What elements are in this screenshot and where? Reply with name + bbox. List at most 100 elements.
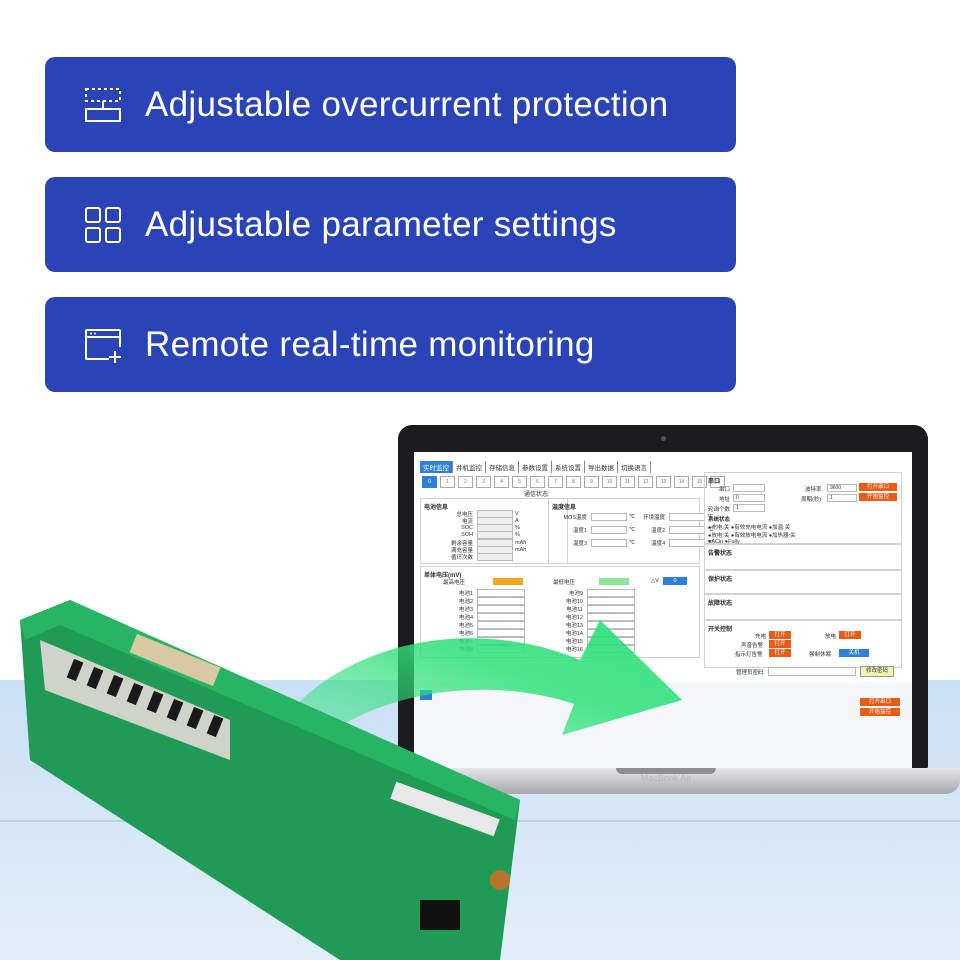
- count-select[interactable]: 1: [733, 504, 765, 512]
- channel-button[interactable]: 1: [440, 476, 455, 488]
- row-label: 剩余容量: [450, 540, 473, 547]
- cell-value: [587, 620, 635, 629]
- password-label: 管理员密码: [736, 670, 764, 676]
- channel-button[interactable]: 6: [530, 476, 545, 488]
- sound-open-button[interactable]: 打开: [769, 640, 791, 648]
- addr-label: 地址: [719, 497, 731, 503]
- shutdown-button[interactable]: 关机: [839, 649, 869, 657]
- password-input[interactable]: [768, 667, 856, 676]
- channel-button[interactable]: 7: [548, 476, 563, 488]
- cell-value: [587, 588, 635, 597]
- cell-value: [477, 604, 525, 613]
- row-label: 环境温度: [643, 514, 666, 521]
- max-voltage-value: [493, 578, 523, 585]
- channel-button[interactable]: 2: [458, 476, 473, 488]
- system-status-line: ●充电:关 ●有效充电电流 ●加温:关: [708, 525, 791, 531]
- discharge-label: 放电: [825, 634, 837, 640]
- panel-title: 电池信息: [424, 505, 449, 511]
- channel-button[interactable]: 3: [476, 476, 491, 488]
- channel-button[interactable]: 11: [620, 476, 635, 488]
- channel-button[interactable]: 13: [656, 476, 671, 488]
- tab-realtime[interactable]: 实时监控: [420, 461, 453, 473]
- cell-value: [587, 612, 635, 621]
- cell-label: 电池14: [565, 630, 583, 637]
- reflection-channel: [420, 690, 432, 700]
- channel-button[interactable]: 8: [566, 476, 581, 488]
- tab-export[interactable]: 导出数据: [585, 461, 618, 473]
- baud-label: 波特率: [805, 487, 822, 493]
- feature-banner-overcurrent: Adjustable overcurrent protection: [45, 57, 736, 152]
- window-plus-icon: [85, 328, 121, 363]
- light-open-button[interactable]: 打开: [769, 649, 791, 657]
- row-unit: V: [515, 510, 519, 517]
- channel-button[interactable]: 12: [638, 476, 653, 488]
- channel-button[interactable]: 4: [494, 476, 509, 488]
- system-status-line: ●ACin ●Fully: [708, 539, 740, 545]
- software-tabs: 实时监控 并机监控 存储信息 参数设置 系统设置 导出数据 切换语言: [420, 461, 651, 473]
- open-serial-button[interactable]: 打开串口: [859, 483, 897, 491]
- discharge-open-button[interactable]: 打开: [839, 631, 861, 639]
- channel-button[interactable]: 15: [692, 476, 707, 488]
- delta-voltage-label: △V: [651, 578, 659, 584]
- row-unit: ℃: [707, 539, 714, 546]
- laptop-brand: MacBook Air: [640, 773, 692, 783]
- charge-open-button[interactable]: 打开: [769, 631, 791, 639]
- grid-icon: [85, 206, 121, 243]
- channel-button[interactable]: 0: [422, 476, 437, 488]
- cell-row: 电池1: [441, 588, 525, 597]
- row-label: 温度3: [572, 540, 587, 547]
- cell-label: 电池2: [458, 598, 473, 605]
- panel-title: 保护状态: [708, 577, 733, 583]
- cell-row: 电池4: [441, 612, 525, 621]
- comm-status: 通信状态:: [524, 492, 550, 498]
- min-voltage-label: 最低电压: [553, 580, 576, 586]
- cell-value: [587, 604, 635, 613]
- channel-button[interactable]: 10: [602, 476, 617, 488]
- channel-button[interactable]: 9: [584, 476, 599, 488]
- cell-label: 电池11: [566, 606, 583, 613]
- tab-language[interactable]: 切换语言: [618, 461, 651, 473]
- cell-row: 电池12: [551, 612, 635, 621]
- row-label: 温度2: [651, 527, 666, 534]
- dashed-frame-icon: [85, 87, 121, 122]
- baud-select[interactable]: 9600: [827, 484, 857, 492]
- panel-title: 串口: [708, 479, 721, 485]
- row-value: [477, 553, 513, 562]
- charge-label: 充电: [755, 634, 767, 640]
- cell-row: 电池13: [551, 620, 635, 629]
- channel-button[interactable]: 16: [710, 476, 725, 488]
- row-value: [591, 538, 627, 547]
- tab-params[interactable]: 参数设置: [519, 461, 552, 473]
- change-password-button[interactable]: 修改密码: [860, 666, 894, 677]
- feature-label: Adjustable overcurrent protection: [145, 84, 669, 124]
- tab-parallel[interactable]: 并机监控: [453, 461, 486, 473]
- row-value: [591, 512, 627, 521]
- start-monitor-button[interactable]: 开始监控: [859, 493, 897, 501]
- cell-row: 电池2: [441, 596, 525, 605]
- tab-storage[interactable]: 存储信息: [486, 461, 519, 473]
- cell-label: 电池5: [458, 622, 473, 629]
- feature-label: Adjustable parameter settings: [145, 204, 617, 244]
- row-unit: A: [515, 517, 519, 524]
- row-label: 满充容量: [450, 548, 473, 554]
- sound-label: 声音告警: [741, 643, 764, 649]
- cell-label: 电池16: [565, 646, 583, 653]
- tab-system[interactable]: 系统设置: [552, 461, 585, 473]
- period-select[interactable]: 1: [827, 494, 857, 502]
- feature-banner-monitoring: Remote real-time monitoring: [45, 297, 736, 392]
- feature-label: Remote real-time monitoring: [145, 324, 595, 364]
- count-label: 轮询个数: [708, 507, 731, 513]
- channel-button[interactable]: 5: [512, 476, 527, 488]
- port-select[interactable]: [733, 484, 765, 492]
- panel-title: 单体电压(mV): [424, 573, 462, 579]
- cell-value: [477, 620, 525, 629]
- cell-label: 电池3: [458, 606, 473, 613]
- cell-value: [477, 628, 525, 637]
- row-unit: mAh: [515, 547, 527, 553]
- row-unit: ℃: [629, 539, 636, 546]
- channel-button[interactable]: 14: [674, 476, 689, 488]
- cell-label: 电池6: [458, 630, 473, 637]
- addr-select[interactable]: 0: [733, 494, 765, 502]
